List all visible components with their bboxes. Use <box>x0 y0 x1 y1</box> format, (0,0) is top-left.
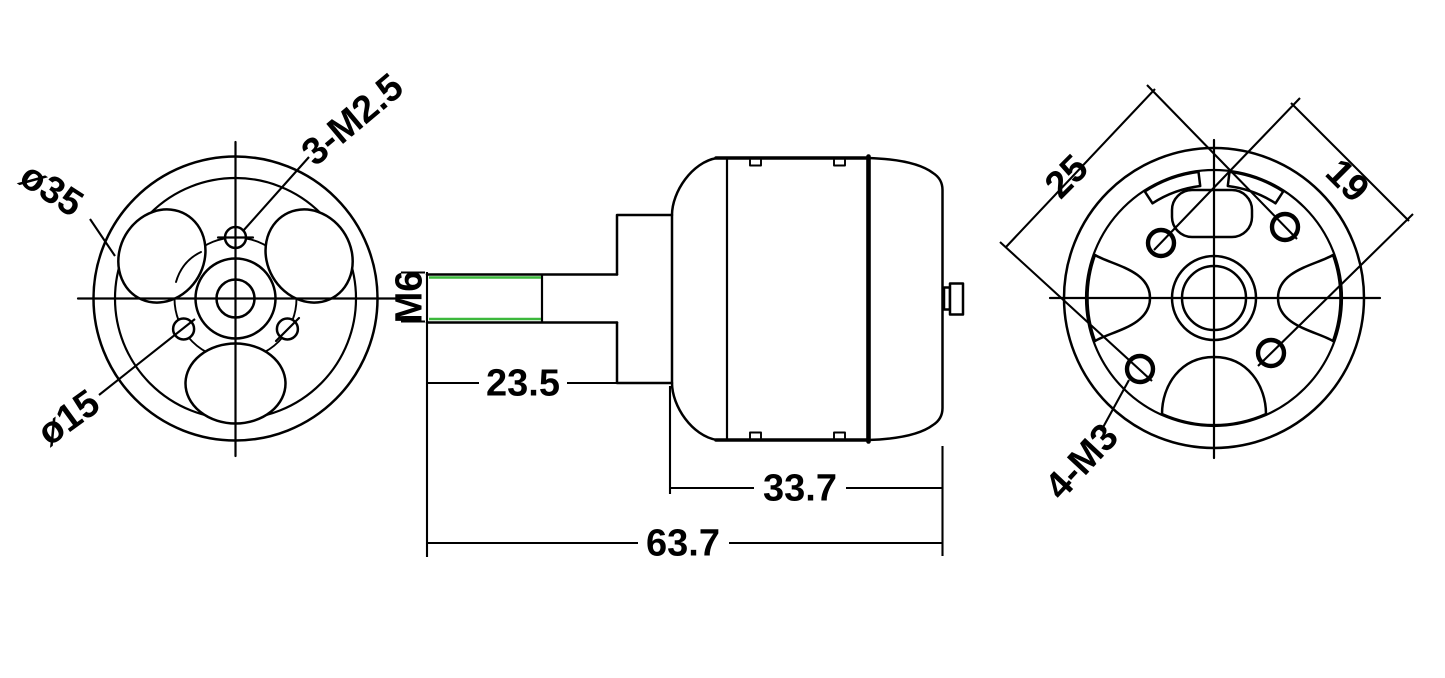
front-mount-holes-leader <box>242 156 310 232</box>
rear-shaft-stub <box>948 282 965 316</box>
front-diameter-leader <box>89 218 116 257</box>
spacing-a-dim-lines <box>999 84 1298 382</box>
spacing-b-label: 19 <box>1317 151 1377 211</box>
bell-curves <box>670 156 719 442</box>
front-view: ø35 3-M2.5 ø15 <box>12 66 412 458</box>
rear-holes-label: 4-M3 <box>1037 416 1127 508</box>
rear-crescent-left <box>1143 170 1202 205</box>
rear-crescent-right <box>1226 170 1285 205</box>
thread-highlight <box>429 276 541 321</box>
shaft-length-label: 23.5 <box>486 362 560 404</box>
body-length-label: 33.7 <box>763 467 837 509</box>
shaft-outline <box>425 273 619 324</box>
rear-housing <box>866 156 944 442</box>
overall-length-label: 63.7 <box>646 522 720 564</box>
front-bolt-circle-leader <box>98 318 196 396</box>
spacing-b-dim-lines <box>1153 97 1414 367</box>
shaft-thread-label: M6 <box>388 271 430 324</box>
side-extension-lines <box>425 272 944 557</box>
front-centerlines <box>76 140 399 458</box>
mount-flange <box>615 213 674 385</box>
rear-view: 25 19 4-M3 <box>999 84 1414 508</box>
front-hole-lower-right-slash <box>274 316 301 343</box>
shaft-thread-ticks <box>401 271 425 323</box>
front-diameter-label: ø35 <box>12 155 90 226</box>
rear-centerlines <box>1048 138 1382 460</box>
front-bolt-circle-label: ø15 <box>30 382 108 454</box>
rear-holes-leader <box>1100 379 1130 432</box>
rear-cutout-top <box>1170 188 1254 239</box>
can-vent-notches <box>749 159 846 439</box>
front-detail-arc <box>175 251 202 283</box>
side-view: M6 23.5 33.7 63.7 <box>388 154 965 564</box>
can-edges <box>714 156 871 442</box>
spacing-a-label: 25 <box>1037 147 1097 207</box>
front-mount-holes-label: 3-M2.5 <box>294 66 412 174</box>
